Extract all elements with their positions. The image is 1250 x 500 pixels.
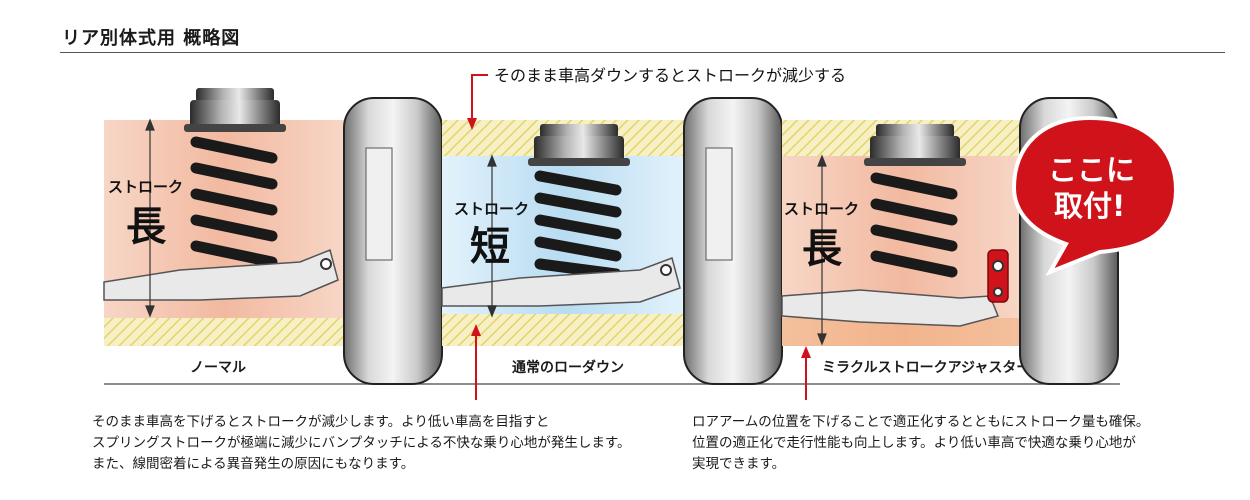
spring-mount (528, 124, 630, 166)
caption-line: また、線間密着による異音発生の原因にもなります。 (92, 456, 415, 472)
lower-arm (103, 248, 339, 301)
stroke-value: 長 (126, 204, 167, 250)
stroke-value: 長 (802, 226, 843, 272)
tire (343, 97, 443, 385)
section-title: リア別体式用 概略図 (62, 28, 241, 49)
caption-right: ロアアームの位置を下げることで適正化するとともにストローク量も確保。 位置の適正… (692, 412, 1149, 475)
stroke-label: ストローク (108, 178, 183, 196)
stroke-arrow (817, 154, 827, 346)
caption-arrow-left (471, 324, 481, 400)
spring-mount (184, 88, 286, 132)
top-note-text: そのまま車高ダウンするとストロークが減少する (494, 66, 846, 85)
title-divider (60, 52, 1225, 53)
caption-line: 実現できます。 (692, 456, 786, 472)
coil-spring (534, 170, 622, 280)
stroke-label: ストローク (784, 200, 859, 218)
adjuster-bolt (992, 260, 1004, 272)
normal-lower-band (104, 318, 344, 346)
caption-arrow-right (801, 346, 811, 400)
stroke-label: ストローク (454, 200, 529, 218)
panel-normal: ストローク 長 ノーマル (103, 88, 344, 376)
panel-label: ノーマル (190, 360, 246, 376)
panel-lowdown: ストローク 短 通常のローダウン (441, 120, 686, 376)
install-here-badge: ここに 取付! (1011, 115, 1179, 276)
lower-arm (781, 289, 1000, 327)
caption-line: 位置の適正化で走行性能も向上します。より低い車高で快適な乗り心地が (692, 435, 1136, 451)
coil-spring (870, 172, 958, 278)
spring-mount (864, 124, 966, 166)
stroke-arrow (145, 118, 155, 318)
panel-label: ミラクルストロークアジャスター (822, 360, 1030, 376)
stroke-arrow (487, 154, 497, 318)
coil-spring (190, 136, 278, 268)
arm-bolt (660, 264, 672, 276)
panel-adjuster: ストローク 長 ミラクルストロークアジャスター (781, 120, 1030, 376)
panel-label: 通常のローダウン (512, 359, 624, 376)
top-note: そのまま車高ダウンするとストロークが減少する (467, 66, 846, 130)
lowdown-lower-band (442, 314, 686, 346)
arm-bolt (320, 258, 332, 270)
badge-line-1: ここに (1048, 153, 1135, 187)
caption-left: そのまま車高を下げるとストロークが減少します。より低い車高を目指すと スプリング… (92, 412, 631, 475)
lower-arm (441, 257, 681, 307)
stroke-value: 短 (470, 224, 510, 270)
normal-background (104, 120, 344, 345)
caption-line: ロアアームの位置を下げることで適正化するとともにストローク量も確保。 (692, 414, 1150, 430)
caption-line: そのまま車高を下げるとストロークが減少します。より低い車高を目指すと (92, 414, 550, 430)
caption-line: スプリングストロークが極端に減少にバンプタッチによる不快な乗り心地が発生します。 (92, 435, 631, 451)
badge-line-2: 取付! (1054, 189, 1125, 223)
adjuster-bolt-lower (993, 287, 1003, 297)
tire (683, 97, 783, 385)
